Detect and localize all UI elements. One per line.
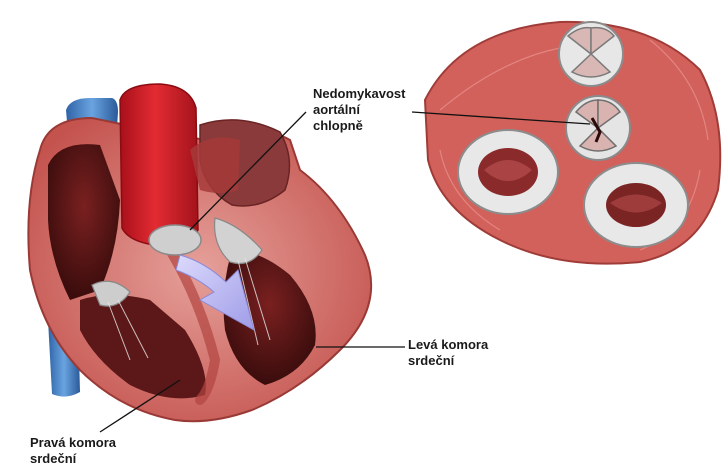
aortic-valve (149, 225, 201, 255)
label-aortic-line1: Nedomykavost (313, 86, 405, 102)
label-right-line1: Pravá komora (30, 435, 116, 451)
label-left-line2: srdeční (408, 353, 488, 369)
label-aortic-line3: chlopně (313, 118, 405, 134)
label-left-line1: Levá komora (408, 337, 488, 353)
label-aortic-line2: aortální (313, 102, 405, 118)
heart-section (28, 84, 371, 421)
label-left-ventricle: Levá komora srdeční (408, 337, 488, 369)
valve-plane-top-view (425, 22, 720, 264)
label-right-ventricle: Pravá komora srdeční (30, 435, 116, 467)
label-aortic-regurgitation: Nedomykavost aortální chlopně (313, 86, 405, 134)
aorta (120, 84, 198, 246)
label-right-line2: srdeční (30, 451, 116, 467)
